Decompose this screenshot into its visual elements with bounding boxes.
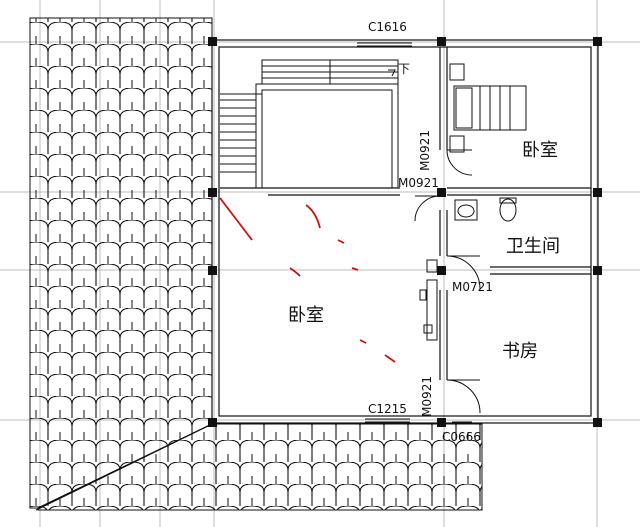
study-furniture — [419, 259, 438, 341]
structural-columns — [208, 37, 602, 427]
window-label-c0666: C0666 — [442, 430, 481, 444]
roof-tiles-left — [29, 17, 213, 509]
bathroom-fixtures — [454, 197, 517, 222]
door-label-bathroom: M0721 — [452, 280, 493, 294]
interior-walls — [220, 47, 591, 380]
doors — [414, 149, 481, 414]
exterior-walls — [211, 39, 599, 424]
room-label-bathroom: 卫生间 — [506, 236, 560, 257]
stairwell — [220, 59, 399, 189]
room-label-study: 书房 — [502, 341, 538, 362]
windows — [357, 39, 472, 423]
bed-furniture — [449, 63, 527, 153]
door-label-stair-hall: M0921 — [398, 176, 439, 190]
roof-tiles-bottom — [35, 423, 483, 511]
stair-direction-label: 下 — [398, 62, 411, 76]
red-markups — [219, 197, 396, 363]
room-label-bedroom-main: 卧室 — [288, 305, 324, 326]
window-label-c1215: C1215 — [368, 402, 407, 416]
door-label-bedroom-right: M0921 — [418, 130, 432, 171]
door-label-study: M0921 — [420, 376, 434, 417]
room-label-bedroom-upper: 卧室 — [522, 140, 558, 161]
window-label-c1616: C1616 — [368, 20, 407, 34]
